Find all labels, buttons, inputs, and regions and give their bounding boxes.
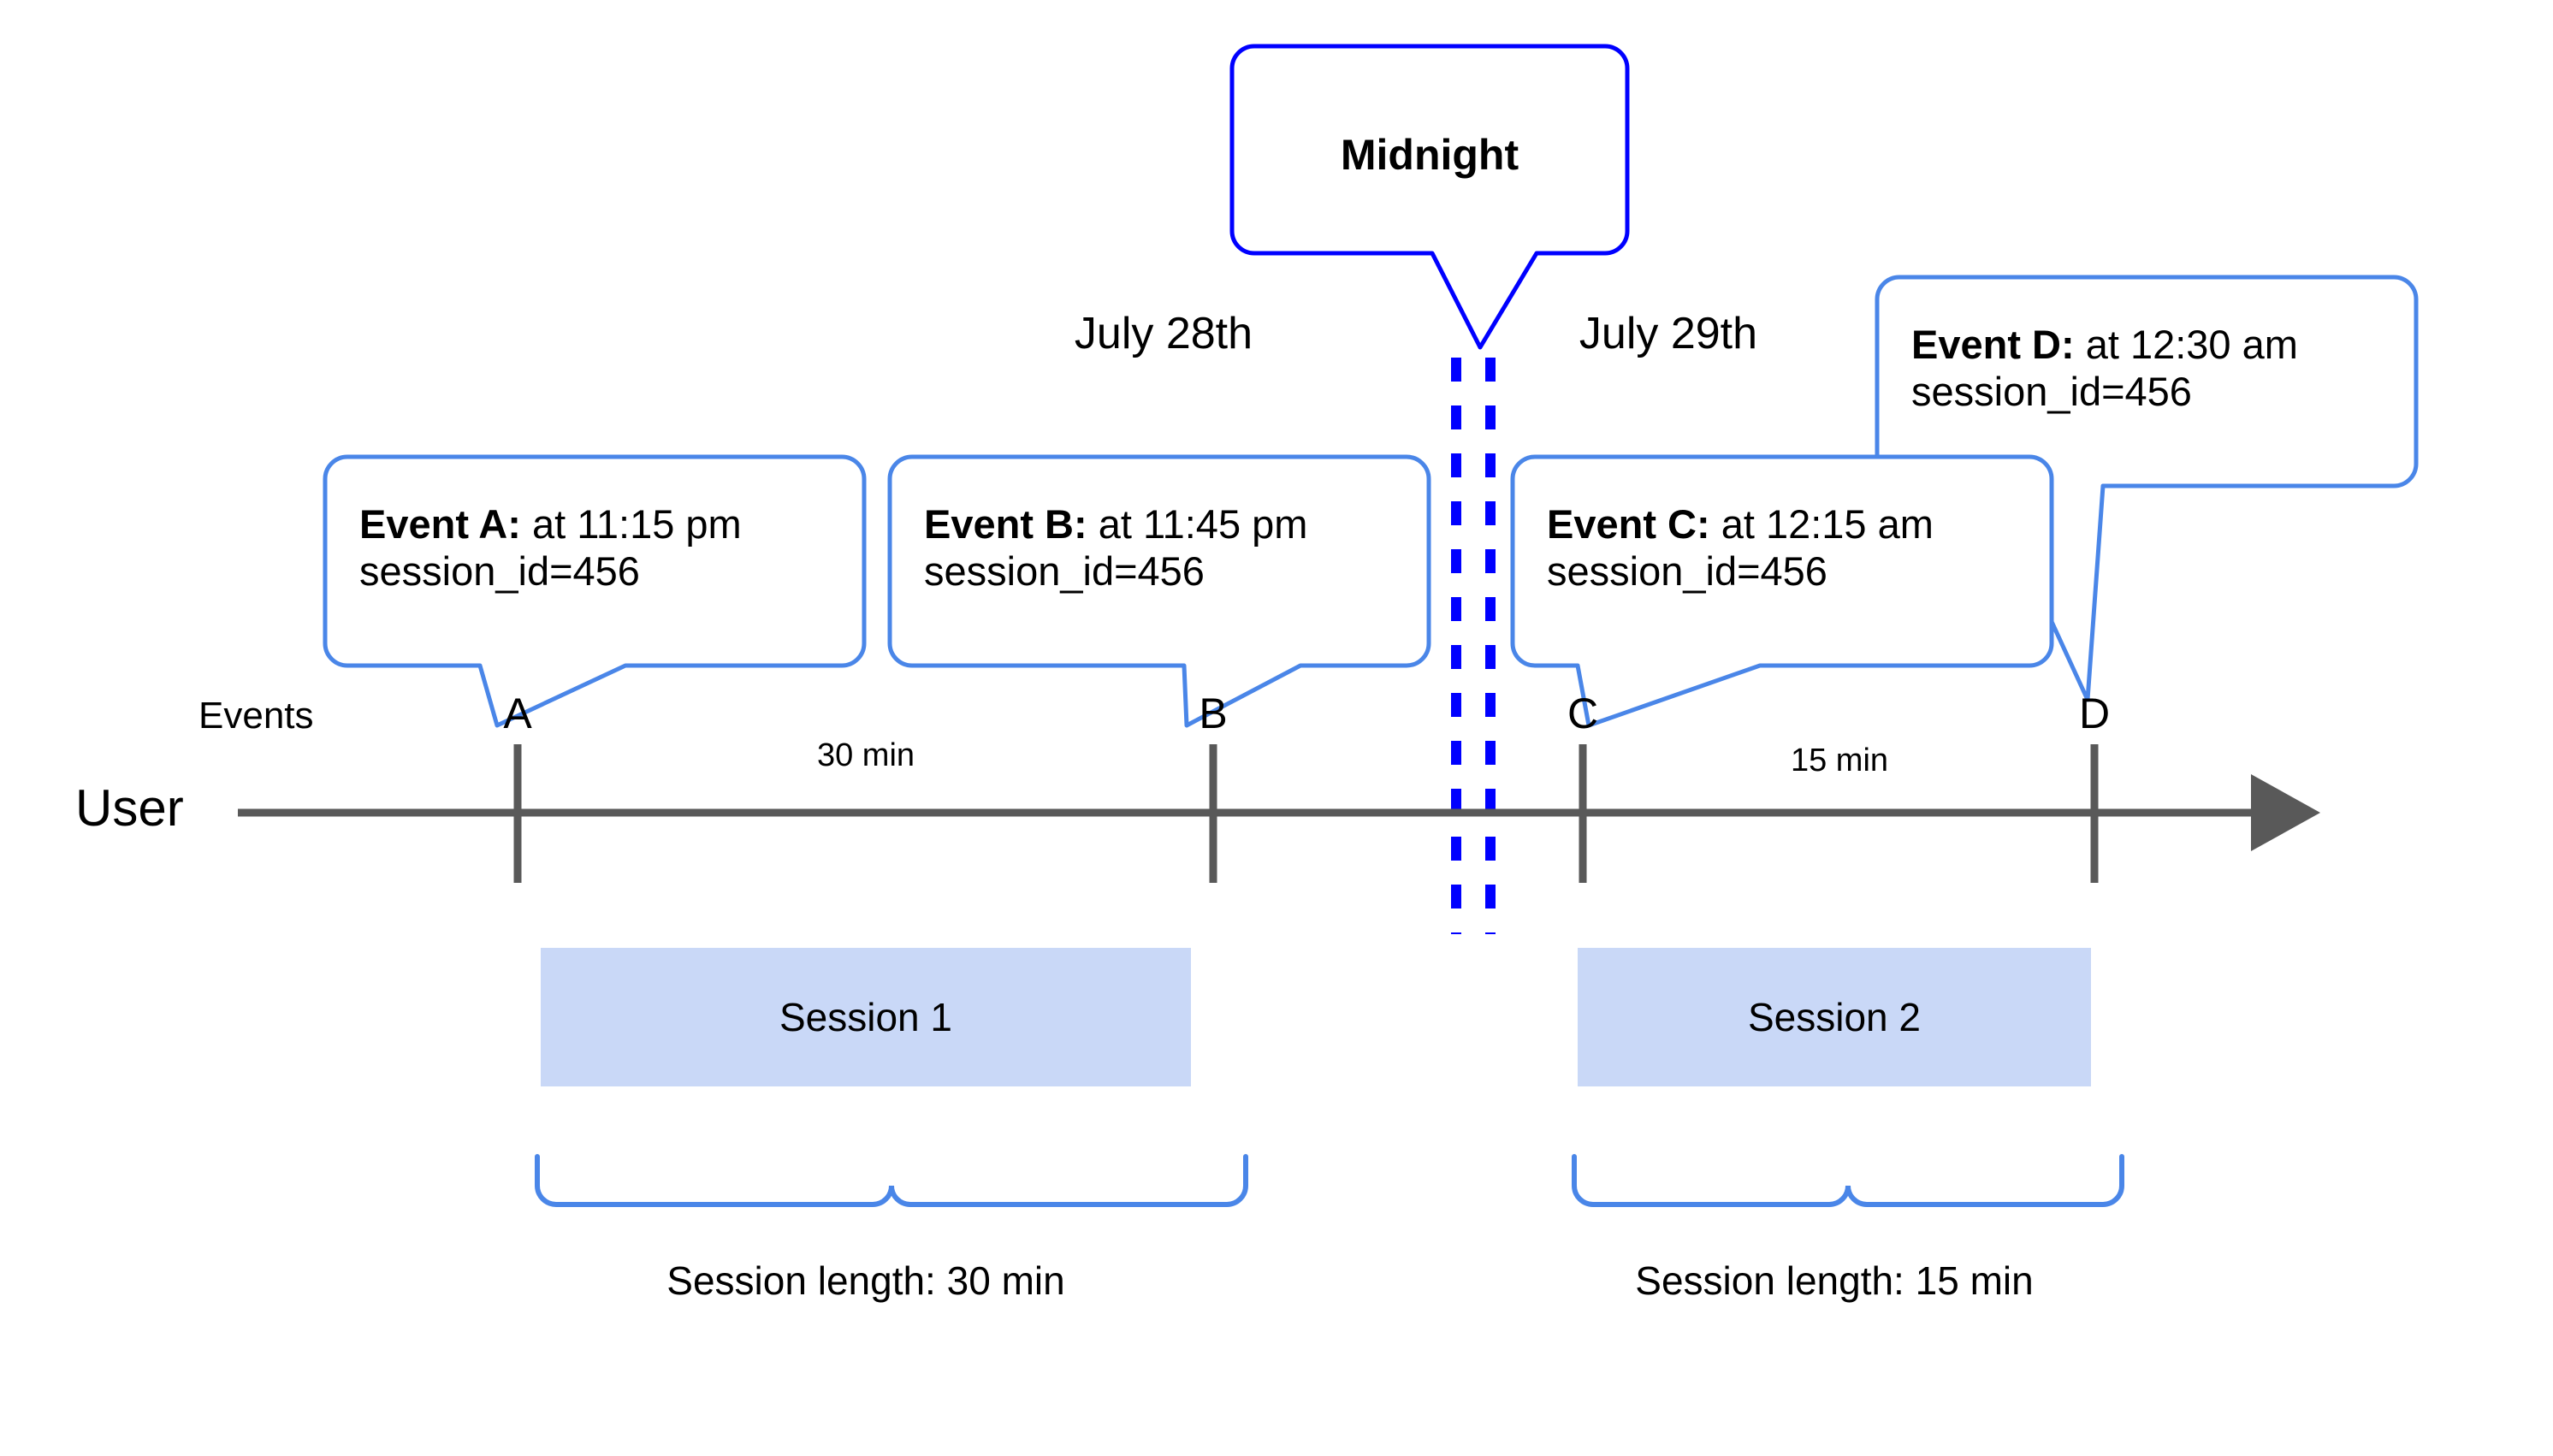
- session-1-length-label: Session length: 30 min: [666, 1258, 1065, 1303]
- timeline-axis: [238, 744, 2320, 883]
- event-b-callout-text: Event B: at 11:45 pm session_id=456: [924, 500, 1307, 595]
- session-2-brace: [1572, 1154, 2124, 1207]
- event-d-callout-line2: session_id=456: [1911, 369, 2192, 414]
- event-letter-c: C: [1567, 690, 1599, 737]
- event-b-callout-bold: Event B:: [924, 501, 1087, 547]
- event-c-callout-shape: [1510, 454, 2054, 728]
- events-row-caption: Events: [198, 695, 314, 737]
- date-label-july-28: July 28th: [1074, 309, 1253, 358]
- midnight-callout-shape: [1229, 44, 1630, 350]
- event-a-callout-line2: session_id=456: [359, 548, 640, 594]
- user-row-caption: User: [75, 779, 184, 837]
- event-a-callout-text: Event A: at 11:15 pm session_id=456: [359, 500, 742, 595]
- event-c-callout-line2: session_id=456: [1547, 548, 1827, 594]
- event-c-callout-text: Event C: at 12:15 am session_id=456: [1547, 500, 1934, 595]
- event-b-callout-shape: [887, 454, 1431, 728]
- session-2-label: Session 2: [1747, 995, 1921, 1039]
- duration-label-a-b: 30 min: [816, 737, 915, 773]
- event-letter-a: A: [503, 690, 532, 737]
- duration-label-c-d: 15 min: [1790, 743, 1889, 778]
- session-1-brace: [535, 1154, 1248, 1207]
- event-d-callout-bold: Event D:: [1911, 322, 2075, 367]
- event-c-callout-bold: Event C:: [1547, 501, 1710, 547]
- event-a-callout-bold: Event A:: [359, 501, 521, 547]
- session-2-length-label: Session length: 15 min: [1635, 1258, 2034, 1303]
- session-2-box: Session 2: [1578, 948, 2091, 1086]
- event-b-callout-rest: at 11:45 pm: [1087, 501, 1308, 547]
- event-b-callout-line2: session_id=456: [924, 548, 1205, 594]
- event-a-callout-shape: [323, 454, 867, 728]
- event-c-callout-rest: at 12:15 am: [1709, 501, 1934, 547]
- date-label-july-29: July 29th: [1579, 309, 1758, 358]
- midnight-divider-lines: [1451, 358, 1496, 934]
- event-a-callout-rest: at 11:15 pm: [520, 501, 742, 547]
- session-1-box: Session 1: [541, 948, 1191, 1086]
- event-d-callout-rest: at 12:30 am: [2074, 322, 2298, 367]
- session-1-label: Session 1: [779, 995, 952, 1039]
- event-d-callout-text: Event D: at 12:30 am session_id=456: [1911, 321, 2298, 415]
- midnight-label: Midnight: [1340, 131, 1519, 179]
- event-letter-d: D: [2078, 690, 2111, 737]
- event-letter-b: B: [1199, 690, 1228, 737]
